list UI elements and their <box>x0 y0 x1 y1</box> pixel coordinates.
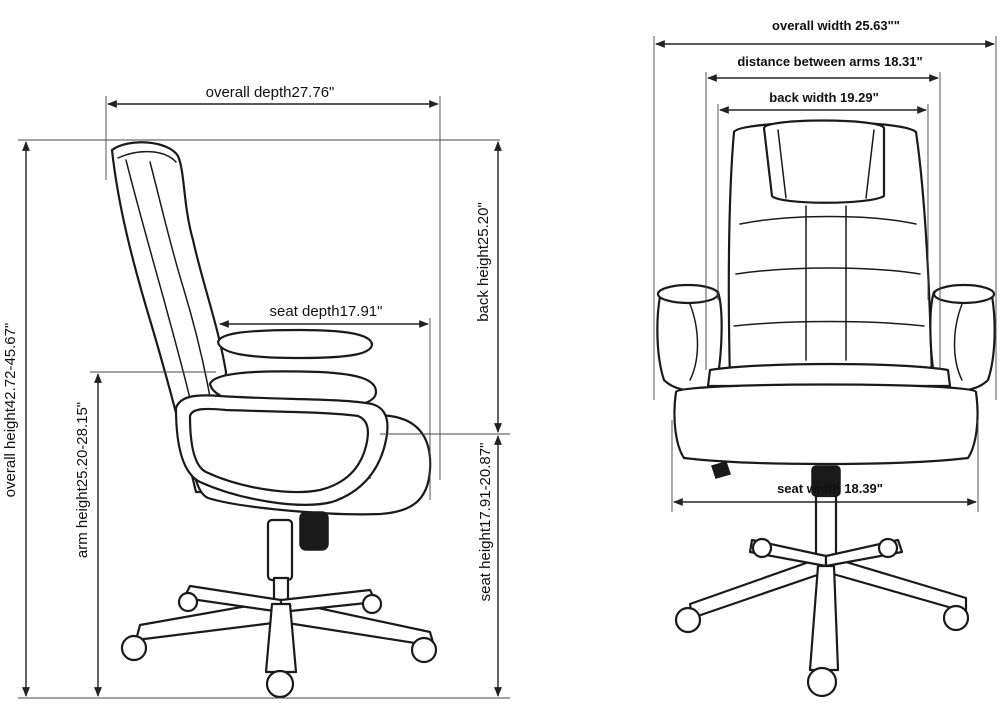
seat-height-label: seat height17.91-20.87" <box>477 443 494 602</box>
arm-height-label: arm height25.20-28.15" <box>74 402 91 558</box>
overall-depth-label: overall depth27.76" <box>206 84 335 101</box>
seat-width-label: seat width 18.39" <box>777 481 883 496</box>
overall-height-label: overall height42.72-45.67" <box>2 323 19 498</box>
seat-depth-label: seat depth17.91" <box>270 303 383 320</box>
back-width-label: back width 19.29" <box>769 90 878 105</box>
side-view-chair <box>110 141 438 699</box>
overall-width-label: overall width 25.63"" <box>772 18 900 33</box>
distance-between-arms-label: distance between arms 18.31" <box>737 54 922 69</box>
back-height-label: back height25.20" <box>475 202 492 322</box>
front-dimension-lines <box>653 36 997 512</box>
side-dimension-lines <box>18 96 510 699</box>
front-view-chair <box>656 119 996 698</box>
